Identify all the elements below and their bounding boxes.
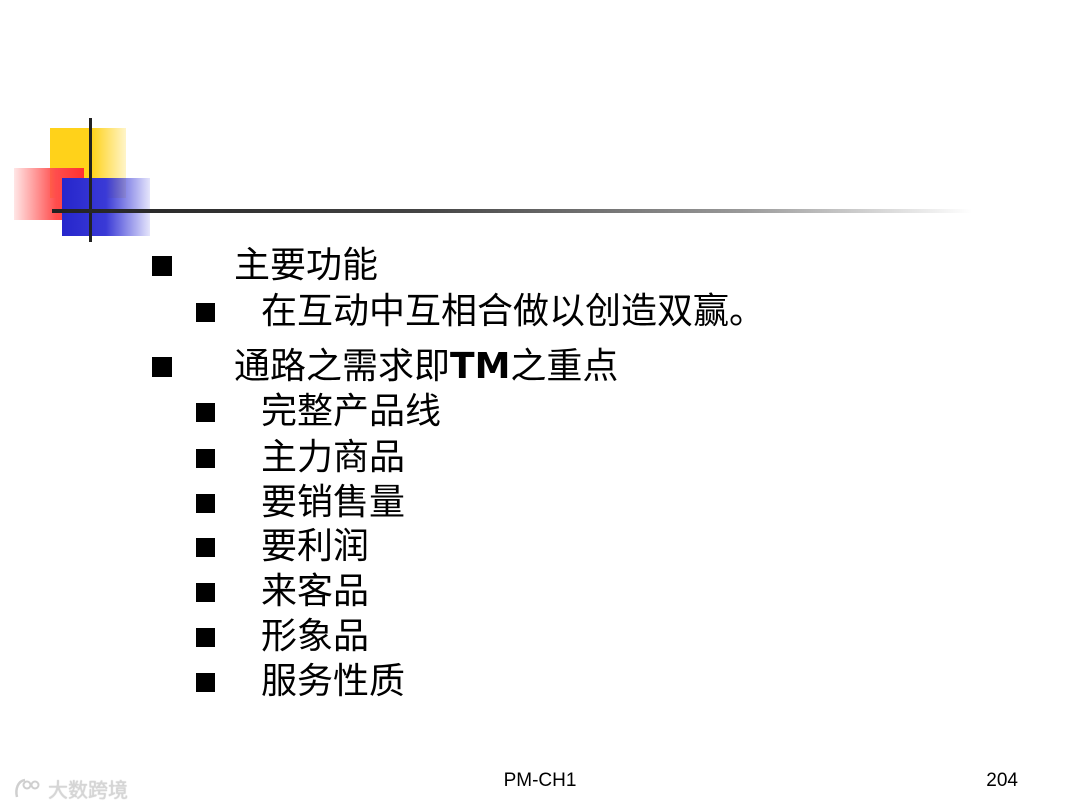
bullet-square-icon	[152, 256, 172, 276]
page-number: 204	[986, 770, 1018, 791]
bullet-square-icon	[196, 448, 215, 468]
bullet-text: 要利润	[261, 526, 370, 567]
bullet-square-icon	[196, 582, 215, 602]
bullet-text: 主力商品	[261, 437, 406, 478]
bullet-square-icon	[196, 537, 215, 557]
decorative-blue-square	[62, 178, 150, 236]
sub-bullet-item: 来客品	[196, 570, 369, 614]
decorative-vertical-line	[89, 118, 92, 242]
bullet-text: 在互动中互相合做以创造双赢。	[261, 291, 766, 332]
sub-bullet-item: 服务性质	[196, 660, 405, 704]
bullet-square-icon	[196, 493, 215, 513]
bullet-text: 服务性质	[261, 661, 406, 702]
bullet-text-part: 通路之需求即	[234, 346, 451, 387]
sub-bullet-item: 形象品	[196, 615, 369, 659]
bullet-text: 主要功能	[234, 245, 379, 286]
bullet-text: 来客品	[261, 571, 370, 612]
footer-title: PM-CH1	[503, 770, 577, 791]
bullet-square-icon	[196, 402, 215, 422]
sub-bullet-item: 要销售量	[196, 481, 405, 525]
bullet-square-icon	[196, 302, 215, 322]
bullet-text: 形象品	[261, 616, 370, 657]
bullet-text: 要销售量	[261, 482, 406, 523]
sub-bullet-item: 在互动中互相合做以创造双赢。	[196, 290, 765, 334]
bullet-text-part: 之重点	[510, 346, 619, 387]
bullet-square-icon	[152, 357, 172, 377]
bullet-text: 通路之需求即TM之重点	[234, 345, 618, 389]
bullet-item: 主要功能	[152, 244, 378, 288]
sub-bullet-item: 完整产品线	[196, 390, 441, 434]
sub-bullet-item: 主力商品	[196, 436, 405, 480]
watermark: 大数跨境	[14, 774, 128, 803]
bullet-square-icon	[196, 627, 215, 647]
watermark-logo-icon	[15, 778, 40, 797]
title-underline	[52, 209, 972, 213]
bullet-square-icon	[196, 672, 215, 692]
sub-bullet-item: 要利润	[196, 525, 369, 569]
watermark-text: 大数跨境	[48, 778, 128, 802]
bullet-text-bold: TM	[450, 346, 511, 387]
bullet-text: 完整产品线	[261, 391, 442, 432]
bullet-item: 通路之需求即TM之重点	[152, 345, 618, 389]
